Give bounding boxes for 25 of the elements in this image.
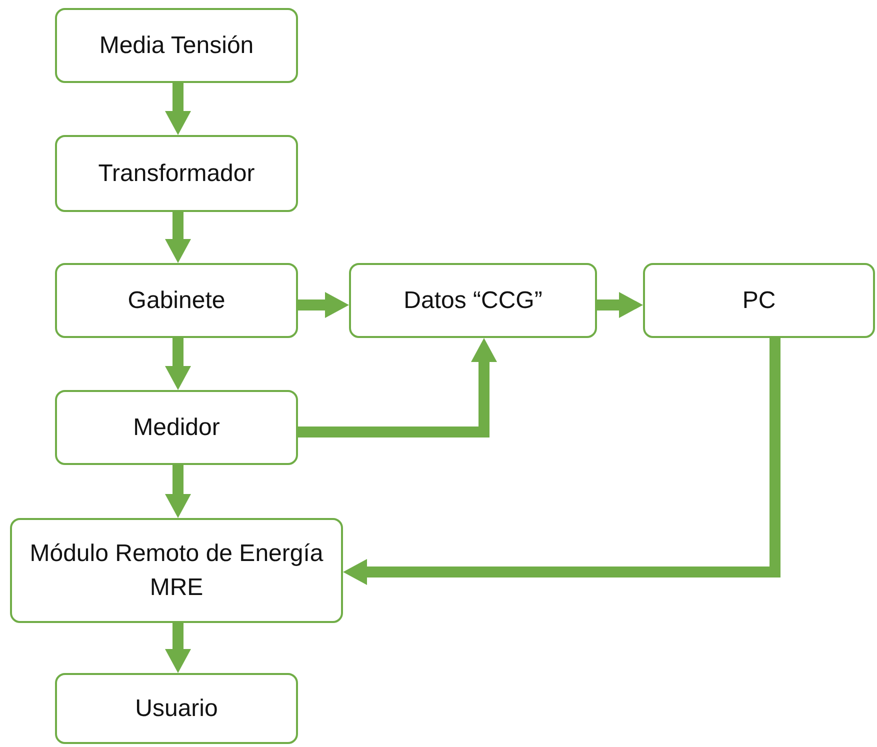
- process-box: [55, 135, 298, 212]
- process-box: [55, 8, 298, 83]
- arrow: [165, 338, 191, 390]
- arrow: [165, 465, 191, 518]
- arrow: [298, 292, 349, 318]
- process-box: [55, 390, 298, 465]
- process-box: [643, 263, 875, 338]
- box-label: Módulo Remoto de Energía MRE: [28, 538, 324, 602]
- process-box: [349, 263, 597, 338]
- box-label: Gabinete: [128, 286, 226, 316]
- box-label: Media Tensión: [99, 30, 254, 60]
- process-box: [55, 263, 298, 338]
- box-label: Medidor: [133, 412, 220, 442]
- process-box: [55, 673, 298, 744]
- arrow: [597, 292, 643, 318]
- arrow: [165, 623, 191, 673]
- arrow: [343, 338, 780, 585]
- box-label: PC: [742, 286, 776, 316]
- process-box: [10, 518, 343, 623]
- box-label: Datos “CCG”: [404, 286, 542, 316]
- arrow: [298, 338, 497, 438]
- box-label: Usuario: [135, 694, 218, 724]
- arrow: [165, 83, 191, 135]
- arrow: [165, 212, 191, 263]
- box-label: Transformador: [98, 158, 255, 188]
